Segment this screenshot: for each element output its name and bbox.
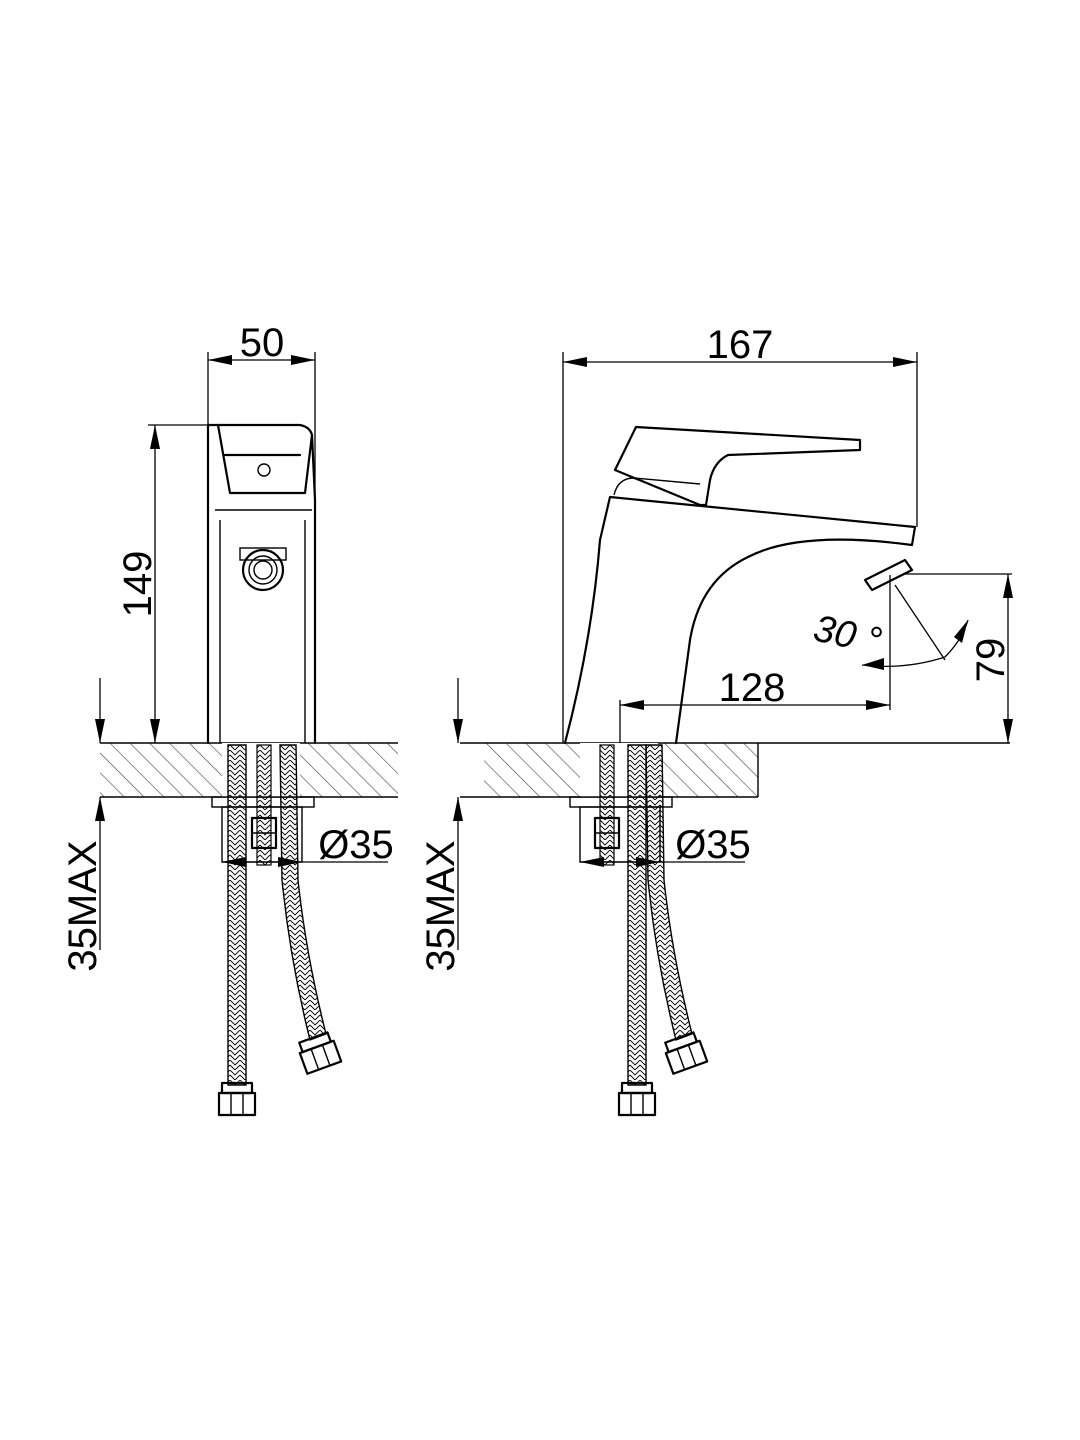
front-view: 167 128 79 30 ° <box>419 323 1013 1117</box>
side-height-label: 149 <box>116 551 160 618</box>
side-mounting-assembly <box>211 744 343 1117</box>
side-hole-label: Ø35 <box>318 823 394 867</box>
front-angle-dimension: 30 ° <box>810 584 969 670</box>
side-hose-fitting-left <box>217 1081 257 1117</box>
side-view: 50 149 35MAX Ø35 <box>61 321 398 1117</box>
front-thickness-dimension: 35MAX <box>419 678 463 972</box>
side-thickness-label: 35MAX <box>61 840 105 971</box>
front-hole-dimension: Ø35 <box>580 823 751 867</box>
side-aerator <box>239 547 287 592</box>
side-hose-fitting-right <box>298 1031 343 1075</box>
front-reach-label: 128 <box>719 666 786 710</box>
front-length-dimension: 167 <box>562 323 918 743</box>
front-spout-height-dimension: 79 <box>905 573 1013 743</box>
side-width-label: 50 <box>240 321 285 365</box>
side-height-dimension: 149 <box>116 424 218 743</box>
front-thickness-label: 35MAX <box>419 840 463 971</box>
front-handle <box>613 425 862 507</box>
front-spout-height-label: 79 <box>969 638 1013 683</box>
front-reach-dimension: 128 <box>619 575 891 743</box>
side-hole-dimension: Ø35 <box>222 823 394 867</box>
side-thickness-dimension: 35MAX <box>61 678 105 972</box>
front-mounting-assembly <box>569 744 709 1117</box>
side-faucet-body <box>206 423 317 745</box>
front-faucet-body <box>563 425 917 745</box>
front-hose-fitting-right <box>664 1031 709 1075</box>
front-angle-label: 30 ° <box>810 608 885 663</box>
front-length-label: 167 <box>707 323 774 367</box>
front-hose-fitting-left <box>617 1081 657 1117</box>
front-hole-label: Ø35 <box>675 823 751 867</box>
side-countertop <box>100 742 398 798</box>
front-countertop <box>460 742 1010 798</box>
side-width-dimension: 50 <box>207 321 316 500</box>
